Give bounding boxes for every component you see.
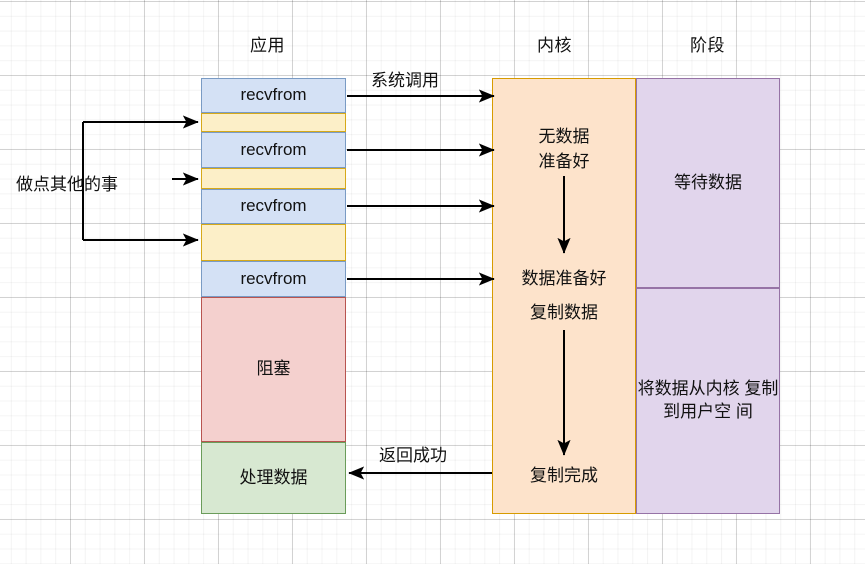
annotation-syscall: 系统调用	[371, 71, 439, 90]
annotation-do-other-things: 做点其他的事	[16, 175, 118, 194]
app-block-process-data: 处理数据	[201, 442, 346, 514]
app-block-blocked: 阻塞	[201, 297, 346, 442]
app-block-label: recvfrom	[240, 196, 307, 216]
phase-wait-data-label: 等待数据	[674, 172, 742, 192]
annotation-return-success: 返回成功	[379, 446, 447, 465]
column-header-application: 应用	[250, 36, 285, 55]
kernel-step-copying-data: 复制数据	[530, 303, 598, 322]
kernel-step-data-ready: 数据准备好	[521, 269, 607, 288]
app-block-recvfrom-2: recvfrom	[201, 132, 346, 168]
phase-copy-data-label: 将数据从内核 复制到用户空 间	[637, 379, 779, 421]
app-block-other-3	[201, 224, 346, 261]
app-block-label: recvfrom	[240, 139, 307, 159]
app-block-recvfrom-4: recvfrom	[201, 261, 346, 297]
app-block-label: recvfrom	[240, 268, 307, 288]
kernel-step-copy-complete: 复制完成	[530, 466, 598, 485]
phase-wait-data: 等待数据	[636, 78, 780, 288]
app-block-label: 处理数据	[239, 467, 308, 487]
app-block-label: 阻塞	[256, 359, 291, 379]
app-block-recvfrom-3: recvfrom	[201, 189, 346, 224]
kernel-step-no-data: 无数据 准备好	[538, 127, 590, 171]
column-header-phase: 阶段	[690, 36, 725, 55]
app-block-label: recvfrom	[240, 85, 307, 105]
column-header-kernel: 内核	[537, 36, 572, 55]
phase-copy-data: 将数据从内核 复制到用户空 间	[636, 288, 780, 514]
app-block-other-2	[201, 168, 346, 189]
app-block-other-1	[201, 113, 346, 132]
app-block-recvfrom-1: recvfrom	[201, 78, 346, 113]
